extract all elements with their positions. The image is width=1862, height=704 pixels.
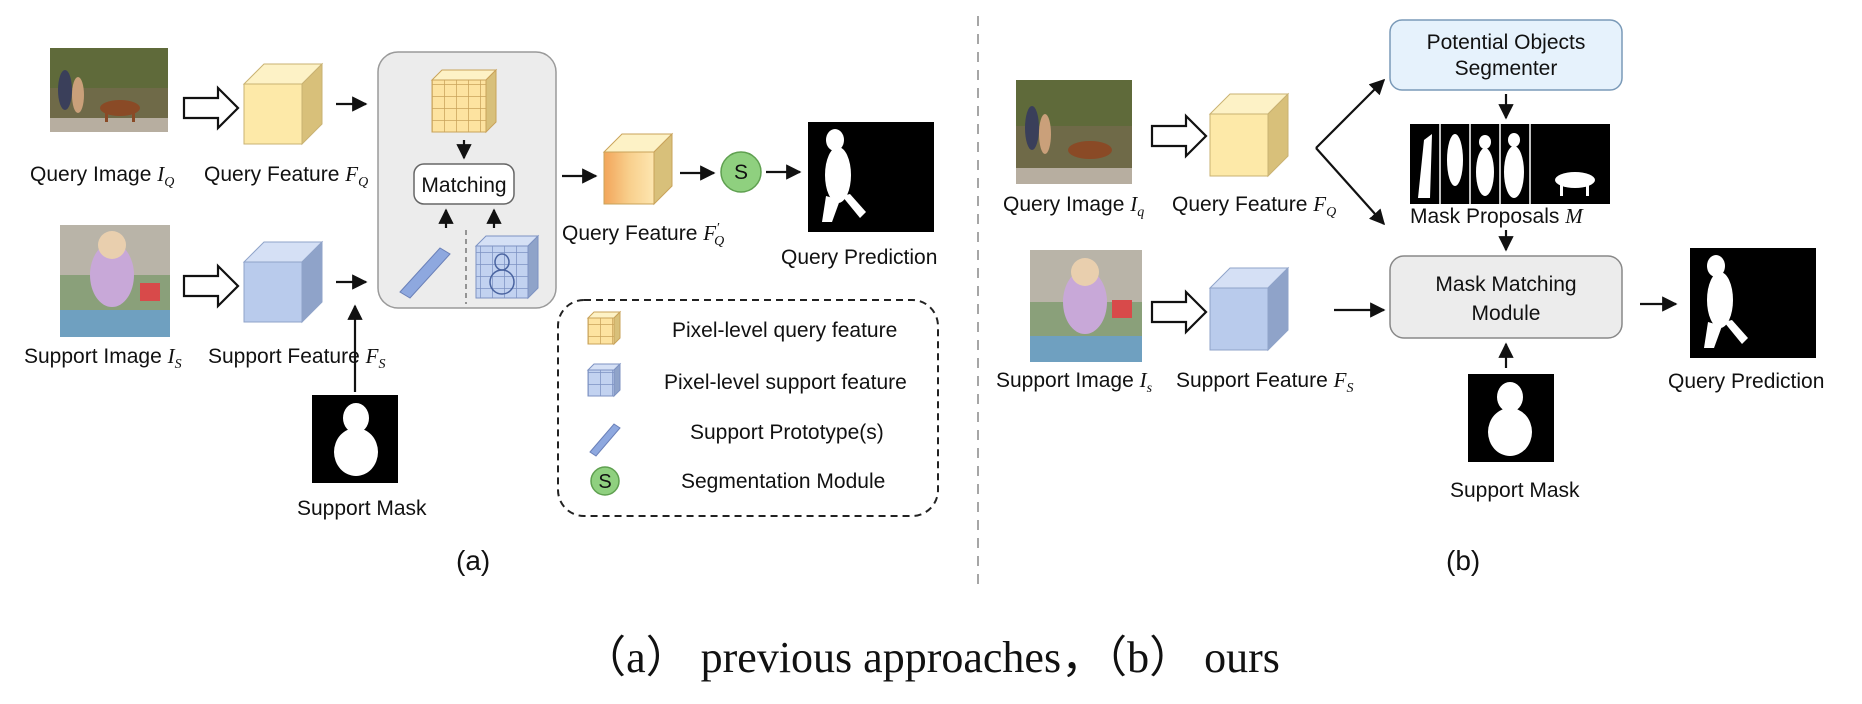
arrow-feature-to-matching xyxy=(1315,147,1386,226)
mask-proposals-strip xyxy=(1410,124,1610,204)
query-image-label-b: Query Image Iq xyxy=(1003,192,1144,220)
hollow-arrow-support-b xyxy=(1150,289,1208,335)
matching-module-line2: Module xyxy=(1472,302,1541,325)
arrow-feature-to-segmenter xyxy=(1315,78,1386,149)
support-mask-label-a: Support Mask xyxy=(297,497,427,520)
legend-pixel-support-icon xyxy=(586,362,622,398)
segmenter-box xyxy=(1389,19,1623,91)
support-mask-label-b: Support Mask xyxy=(1450,479,1580,502)
support-image-label-b: Support Image Is xyxy=(996,368,1153,396)
mask-proposals-label: Mask Proposals M xyxy=(1410,204,1584,228)
support-prototype-bar xyxy=(399,247,451,299)
legend-seg-label: Segmentation Module xyxy=(681,470,885,493)
query-feature-label-b: Query Feature FQ xyxy=(1172,192,1336,220)
query-prediction-label-b: Query Prediction xyxy=(1668,370,1824,393)
query-image-photo-a xyxy=(50,48,168,132)
legend-pixel-query-label: Pixel-level query feature xyxy=(672,319,897,342)
legend-seg-icon xyxy=(590,466,620,496)
legend-prototype-icon xyxy=(589,423,621,457)
segmenter-line2: Segmenter xyxy=(1455,57,1558,80)
mask-matching-module-box xyxy=(1389,255,1623,339)
matching-box xyxy=(413,163,515,205)
matching-label: Matching xyxy=(421,174,506,197)
hollow-arrow-query-a xyxy=(182,85,240,131)
panel-b: Query Image Iq Query Feature FQ Potentia… xyxy=(996,19,1824,576)
refined-feature-label: Query Feature F′Q xyxy=(562,221,724,249)
support-feature-cube-a xyxy=(242,240,324,324)
pixel-support-feature-icon xyxy=(474,234,540,300)
legend-pixel-support-label: Pixel-level support feature xyxy=(664,371,907,394)
support-image-label-a: Support Image IS xyxy=(24,344,182,372)
query-feature-cube-b xyxy=(1208,92,1290,178)
query-prediction-mask-b xyxy=(1690,248,1816,358)
segmenter-line1: Potential Objects xyxy=(1427,31,1586,54)
segmentation-module-icon xyxy=(720,151,762,193)
legend-seg-symbol: S xyxy=(598,471,611,493)
legend-box xyxy=(557,299,939,517)
query-feature-label-a: Query Feature FQ xyxy=(204,162,368,190)
matching-module-line1: Mask Matching xyxy=(1435,273,1576,296)
support-feature-label-a: Support Feature FS xyxy=(208,344,385,372)
support-feature-cube-b xyxy=(1208,266,1290,352)
hollow-arrow-query-b xyxy=(1150,113,1208,159)
query-image-label-a: Query Image IQ xyxy=(30,162,174,190)
support-image-photo-b xyxy=(1030,250,1142,362)
legend-pixel-query-icon xyxy=(586,310,622,346)
panel-b-label: (b) xyxy=(1446,545,1480,576)
query-feature-cube-a xyxy=(242,62,324,146)
seg-symbol: S xyxy=(734,161,748,184)
figure-caption: （a） previous approaches，（b） ours xyxy=(582,633,1280,682)
query-prediction-label-a: Query Prediction xyxy=(781,246,937,269)
support-image-photo-a xyxy=(60,225,170,337)
legend-prototype-label: Support Prototype(s) xyxy=(690,421,884,444)
pixel-query-feature-icon xyxy=(430,68,498,134)
query-image-photo-b xyxy=(1016,80,1132,184)
refined-query-feature-cube xyxy=(602,132,674,206)
panel-a-label: (a) xyxy=(456,545,490,576)
query-prediction-mask-a xyxy=(808,122,934,232)
support-feature-label-b: Support Feature FS xyxy=(1176,368,1353,396)
hollow-arrow-support-a xyxy=(182,263,240,309)
support-mask-a xyxy=(312,395,398,483)
panel-a: Query Image IQ Query Feature FQ Support … xyxy=(24,48,939,576)
support-mask-b xyxy=(1468,374,1554,462)
